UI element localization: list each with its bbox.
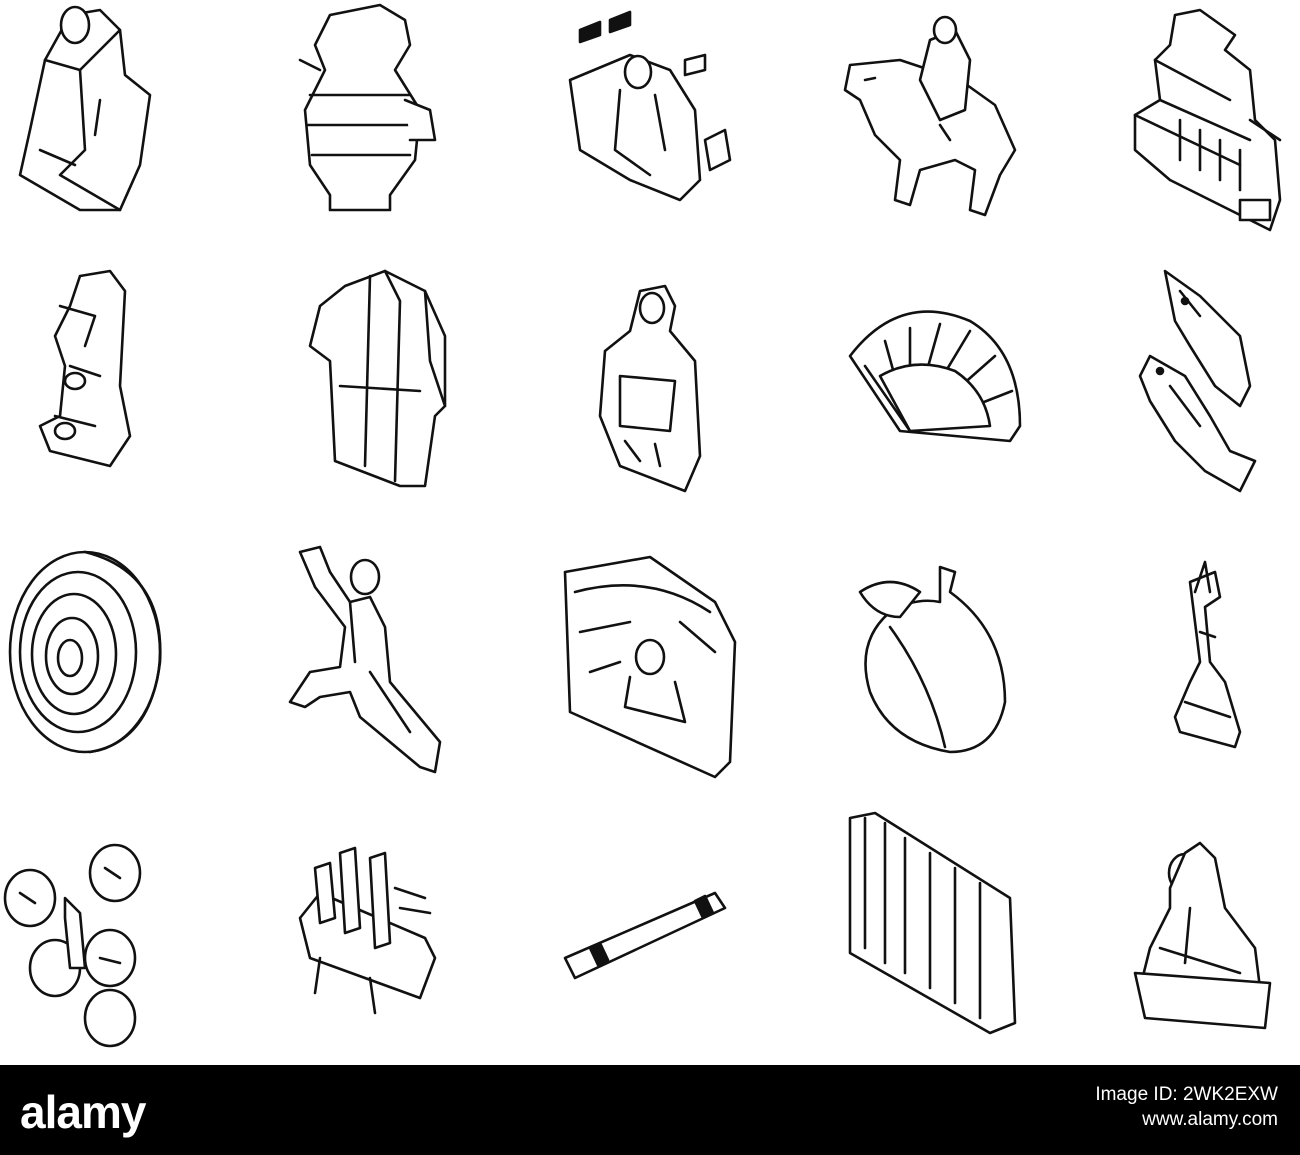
kung-fu-fighter-icon bbox=[260, 532, 520, 798]
terracotta-warrior-icon bbox=[520, 266, 780, 532]
folding-fan-icon bbox=[780, 266, 1040, 532]
koi-fish-pair-icon bbox=[1040, 266, 1300, 532]
meditating-buddha-icon bbox=[1040, 798, 1300, 1064]
flute-icon bbox=[520, 798, 780, 1064]
pagoda-palace-icon bbox=[1040, 0, 1300, 266]
watermark-bar bbox=[0, 1065, 1300, 1155]
spiral-meditation-disc-icon bbox=[0, 532, 260, 798]
image-id-label: Image ID: 2WK2EXW bbox=[1095, 1084, 1278, 1105]
stock-url-label: www.alamy.com bbox=[1142, 1109, 1278, 1130]
ceramic-vase-icon bbox=[260, 0, 520, 266]
bell-tower-monument-icon bbox=[1040, 532, 1300, 798]
kimono-robe-icon bbox=[260, 266, 520, 532]
cave-buddha-relief-icon bbox=[520, 532, 780, 798]
icon-sheet bbox=[0, 0, 1300, 1064]
dragon-pillar-icon bbox=[0, 266, 260, 532]
rider-on-horse-statue-icon bbox=[780, 0, 1040, 266]
bamboo-scroll-icon bbox=[780, 798, 1040, 1064]
incense-burner-icon bbox=[260, 798, 520, 1064]
peach-fruit-icon bbox=[780, 532, 1040, 798]
temple-fresco-figure-icon bbox=[520, 0, 780, 266]
alamy-logo: alamy bbox=[20, 1086, 146, 1138]
five-elements-icon bbox=[0, 798, 260, 1064]
sitting-monk-statue-icon bbox=[0, 0, 260, 266]
